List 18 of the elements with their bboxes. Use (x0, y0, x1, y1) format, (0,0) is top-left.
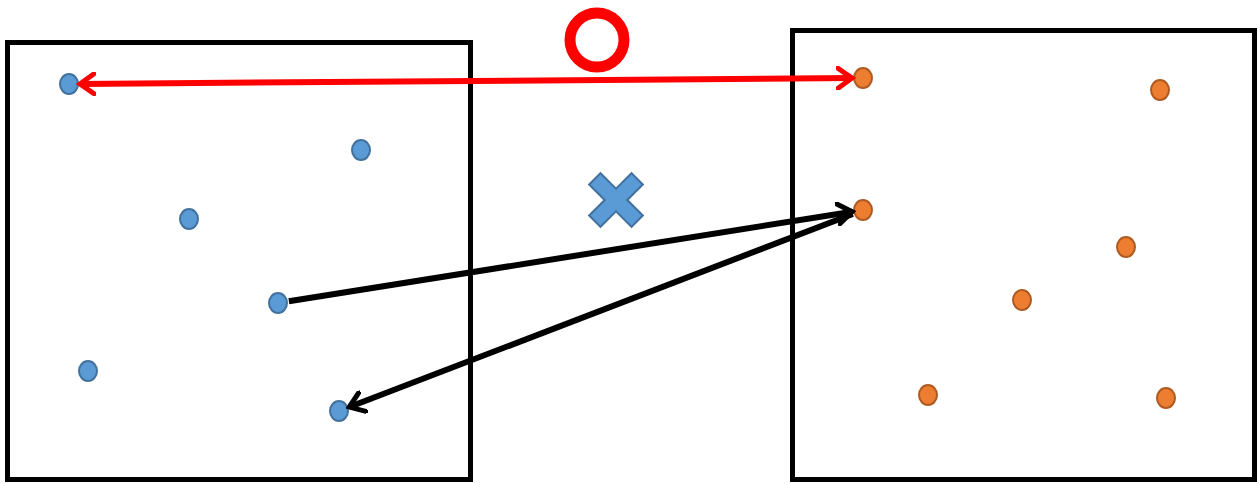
dot (1150, 79, 1170, 101)
dot (918, 384, 938, 406)
dot (329, 400, 349, 422)
dot (1116, 236, 1136, 258)
dot (351, 139, 371, 161)
dot (853, 67, 873, 89)
arrow (77, 65, 855, 97)
dot (78, 360, 98, 382)
arrow (346, 211, 854, 414)
dot (59, 73, 79, 95)
dot (268, 292, 288, 314)
dot (179, 208, 199, 230)
dot (1156, 387, 1176, 409)
dot (853, 199, 873, 221)
arrow (288, 201, 855, 305)
frame-box (790, 28, 1257, 482)
frame-box (5, 40, 473, 482)
dot (1012, 289, 1032, 311)
